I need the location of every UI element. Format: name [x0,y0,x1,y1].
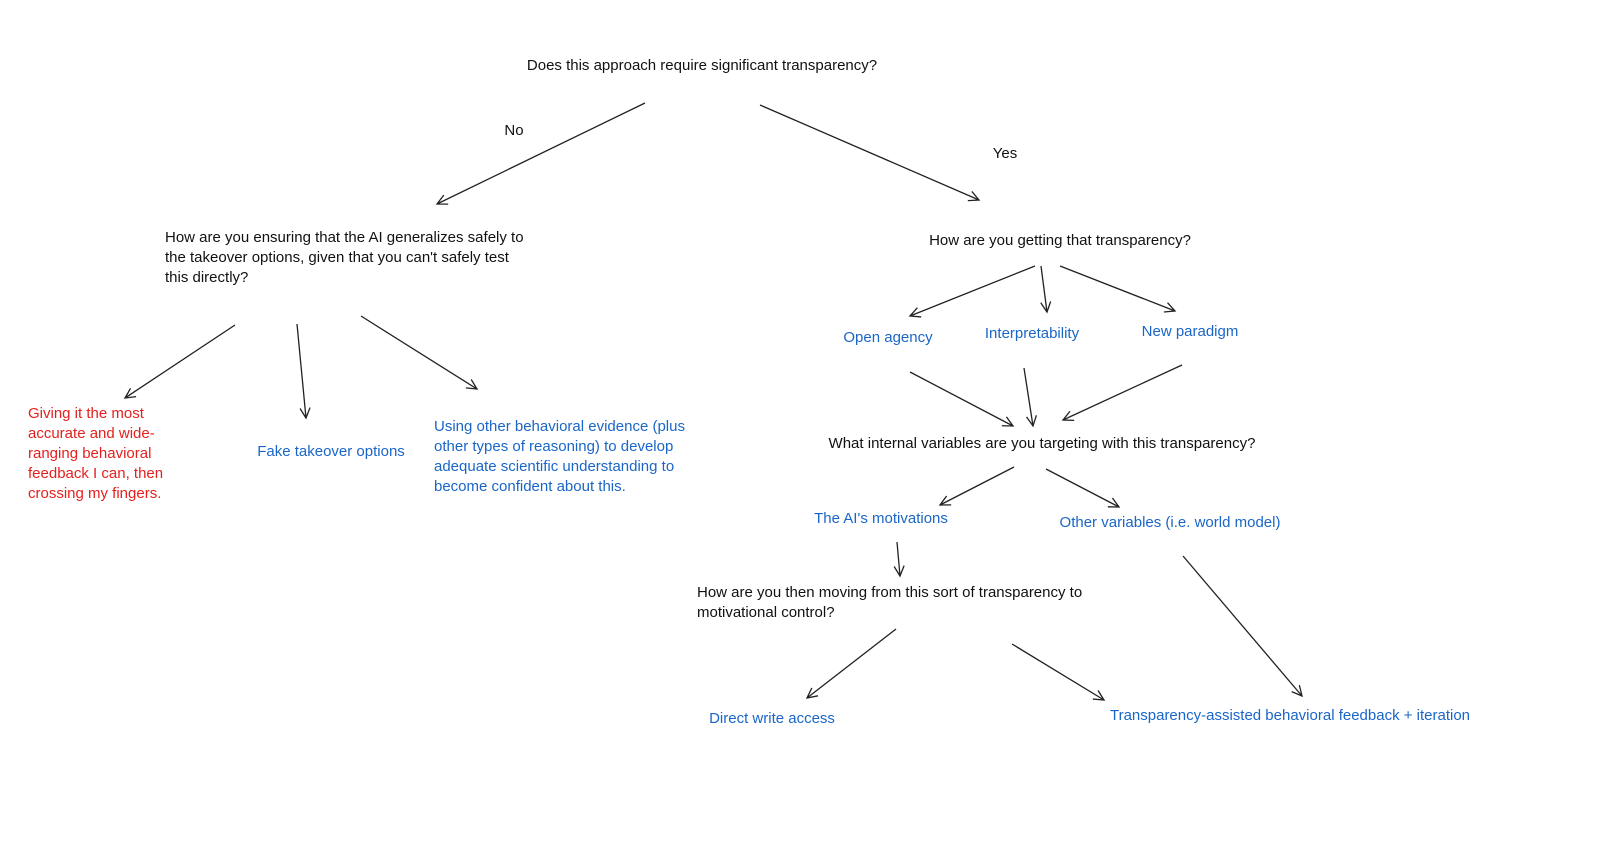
option-other-evidence-line: adequate scientific understanding to [434,458,675,475]
arrow-interpretability-to-internalq [1023,367,1038,428]
arrow-root-to-no-branch [435,102,646,205]
no-branch-question: How are you ensuring that the AI general… [165,228,524,288]
no-branch-question-line: How are you ensuring that the AI general… [165,229,524,246]
option-behavioral-feedback-line: crossing my fingers. [28,485,162,502]
motivational-control-question-line: How are you then moving from this sort o… [697,584,1083,601]
arrow-noq-to-fake-takeover [296,323,311,420]
source-new-paradigm: New paradigm [1141,323,1239,340]
arrow-controlq-to-assisted-feedback [1011,643,1106,701]
source-open-agency: Open agency [843,329,933,346]
no-branch-question-line: this directly? [165,269,249,286]
arrow-controlq-to-direct-write [805,628,897,699]
arrow-getq-to-open-agency [908,265,1036,318]
variable-other-world-model: Other variables (i.e. world model) [1059,514,1281,531]
arrow-new-paradigm-to-internalq [1061,364,1183,421]
option-behavioral-feedback-line: feedback I can, then [28,465,164,482]
option-other-evidence-line: Using other behavioral evidence (plus [434,418,685,435]
arrow-root-to-yes-branch [759,104,981,202]
arrow-internalq-to-other-variables [1045,468,1121,508]
root-question: Does this approach require significant t… [526,57,878,74]
arrow-getq-to-interpretability [1040,265,1052,314]
option-other-evidence-line: become confident about this. [434,478,626,495]
method-transparency-assisted-feedback: Transparency-assisted behavioral feedbac… [1109,707,1471,724]
arrow-motivations-to-controlq [893,541,905,578]
internal-variables-question: What internal variables are you targetin… [828,435,1256,452]
option-behavioral-feedback-line: ranging behavioral [28,445,152,462]
option-other-evidence: Using other behavioral evidence (plus ot… [434,417,685,497]
no-branch-question-line: the takeover options, given that you can… [165,249,509,266]
arrow-noq-to-behavioral-feedback [123,324,236,399]
arrow-getq-to-new-paradigm [1059,265,1177,313]
motivational-control-question-line: motivational control? [697,604,835,621]
branch-label-no: No [504,122,524,139]
arrow-other-variables-to-assisted-feedback [1182,555,1303,698]
variable-ai-motivations: The AI's motivations [814,510,948,527]
option-behavioral-feedback-line: Giving it the most [28,405,144,422]
yes-branch-question: How are you getting that transparency? [929,232,1191,249]
motivational-control-question: How are you then moving from this sort o… [697,583,1082,623]
arrow-open-agency-to-internalq [909,371,1015,427]
branch-label-yes: Yes [992,145,1018,162]
source-interpretability: Interpretability [984,325,1080,342]
method-direct-write-access: Direct write access [709,710,835,727]
option-other-evidence-line: other types of reasoning) to develop [434,438,674,455]
arrow-noq-to-other-evidence [360,315,479,390]
option-fake-takeover: Fake takeover options [257,443,405,460]
option-behavioral-feedback: Giving it the most accurate and wide- ra… [28,404,163,504]
arrow-internalq-to-motivations [938,466,1015,506]
option-behavioral-feedback-line: accurate and wide- [28,425,155,442]
